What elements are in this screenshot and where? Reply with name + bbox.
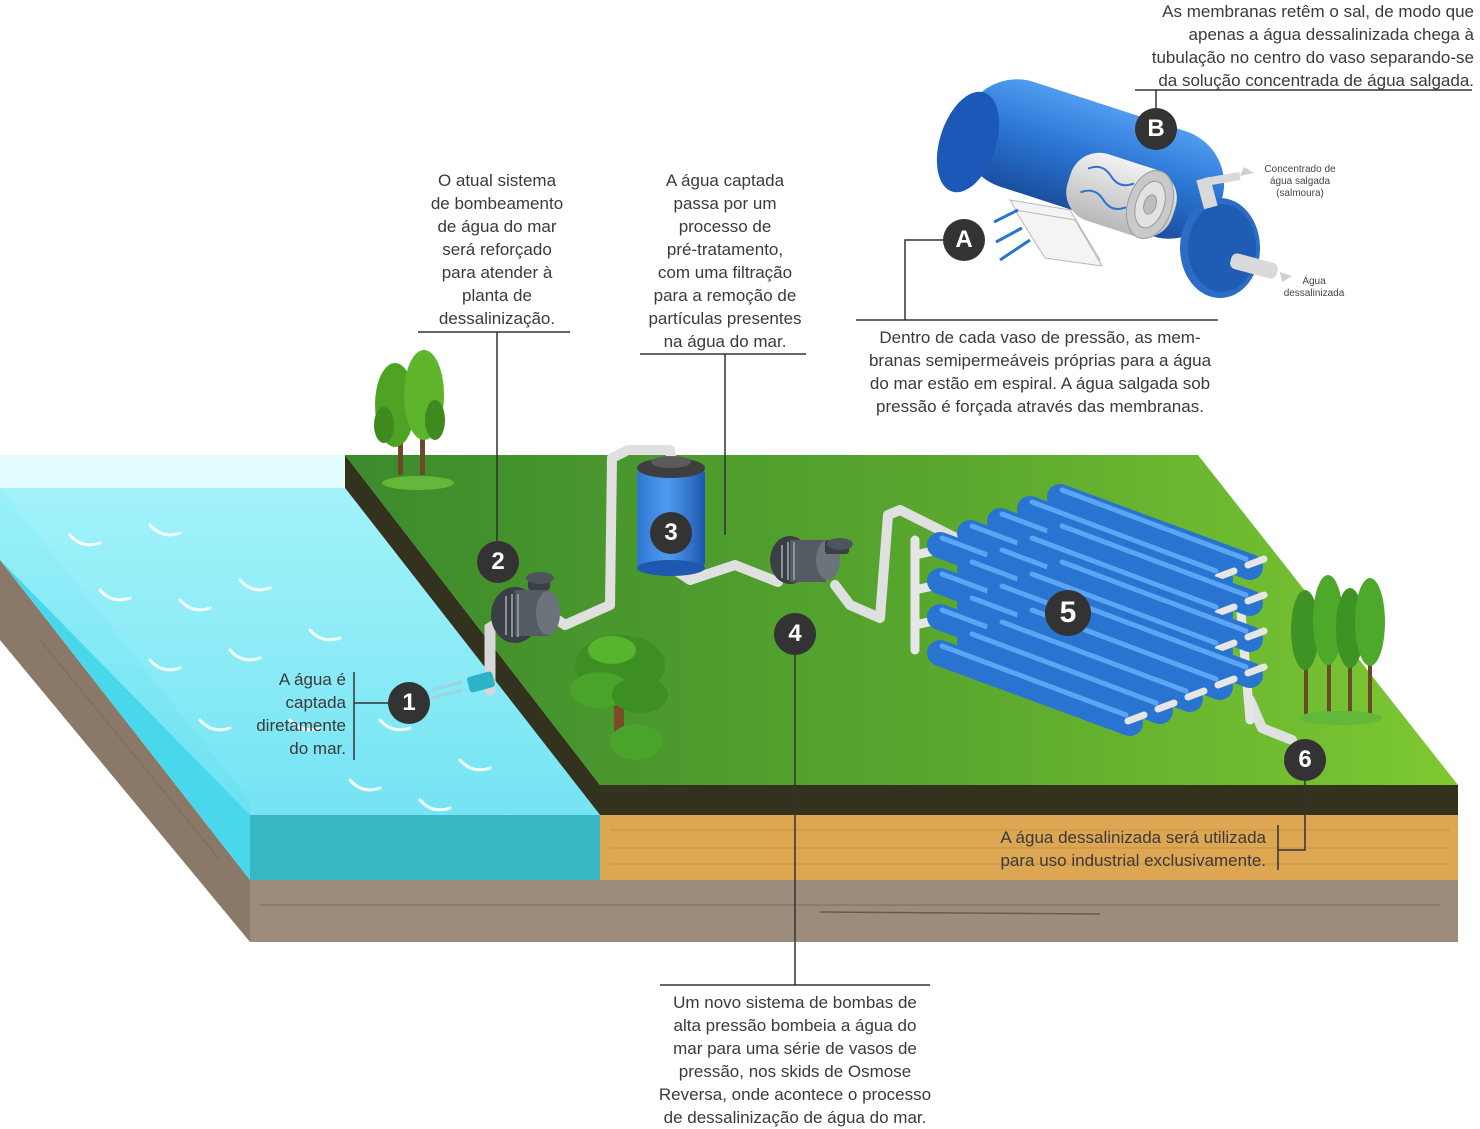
vessel-outlet-pipe: [1214, 675, 1238, 689]
vessel-outlet-pipe: [1244, 555, 1268, 569]
ro-skid: [910, 484, 1268, 736]
tree-cluster-right: [1291, 575, 1385, 725]
detail-b-label: As membranas retêm o sal, de modo que ap…: [1151, 2, 1474, 90]
vessel-outlet-pipe: [1244, 591, 1268, 605]
step-4-label: Um novo sistema de bombas de alta pressã…: [658, 993, 932, 1127]
step-badge-3: 3: [650, 512, 692, 554]
vessel-outlet-pipe: [1214, 603, 1238, 617]
product-outlet-label: Água dessalinizada: [1283, 276, 1345, 299]
pressure-vessel-highlight: [939, 643, 1129, 718]
step-badge-6: 6: [1284, 739, 1326, 781]
bedrock-front: [250, 880, 1458, 942]
bedrock-side: [0, 560, 250, 942]
pressure-vessel-highlight: [1059, 559, 1249, 634]
step-badge-5: 5: [1045, 590, 1091, 636]
detail-badge-b: B: [1135, 108, 1177, 150]
step-2-label: O atual sistema de bombeamento de água d…: [430, 171, 564, 328]
step-3-label: A água captada passa por um processo de …: [648, 171, 802, 351]
vessel-outlet-pipe: [1214, 639, 1238, 653]
pressure-vessel-highlight: [1029, 535, 1219, 610]
sea-surface: [0, 488, 600, 815]
membrane-vessel-detail: [936, 79, 1292, 298]
sea-front: [250, 815, 600, 880]
step-1-label: A água é captada diretamente do mar.: [256, 670, 346, 758]
detail-badge-a: A: [943, 219, 985, 261]
pressure-vessel-tube: [927, 640, 1143, 736]
sea: [0, 455, 600, 880]
pressure-vessel-highlight: [1059, 595, 1249, 670]
tree-cluster-left: [374, 350, 454, 490]
vessel-outlet-pipe: [1244, 663, 1268, 677]
leader-lines: [353, 89, 1472, 986]
step-badge-1: 1: [388, 682, 430, 724]
pressure-vessel-tube: [1047, 592, 1263, 688]
step-badge-4: 4: [774, 613, 816, 655]
pressure-vessel-highlight: [969, 631, 1159, 706]
pressure-vessel-highlight: [1029, 499, 1219, 574]
tree-bush-center: [570, 635, 668, 760]
step-badge-2: 2: [477, 541, 519, 583]
pressure-vessel-highlight: [1059, 523, 1249, 598]
high-pressure-pump: [770, 536, 853, 584]
step-6-label: A água dessalinizada será utilizada para…: [1000, 828, 1266, 870]
pressure-vessel-tube: [1047, 520, 1263, 616]
pressure-vessel-highlight: [1059, 487, 1249, 562]
detail-a-label: Dentro de cada vaso de pressão, as mem- …: [868, 328, 1212, 416]
pressure-vessel-tube: [957, 628, 1173, 724]
pressure-vessel-tube: [1047, 484, 1263, 580]
vessel-outlet-pipe: [1154, 699, 1178, 713]
vessel-outlet-pipe: [1124, 711, 1148, 725]
vessel-outlet-pipe: [1184, 687, 1208, 701]
vessel-outlet-pipe: [1244, 627, 1268, 641]
intake-pump: [491, 572, 560, 643]
pressure-vessels: [927, 484, 1268, 736]
pressure-vessel-tube: [987, 616, 1203, 712]
vessel-outlet-pipe: [1214, 567, 1238, 581]
pressure-vessel-tube: [1047, 556, 1263, 652]
pressure-vessel-highlight: [1029, 571, 1219, 646]
pressure-vessel-highlight: [999, 619, 1189, 694]
brine-outlet-label: Concentrado de água salgada (salmoura): [1264, 164, 1336, 199]
